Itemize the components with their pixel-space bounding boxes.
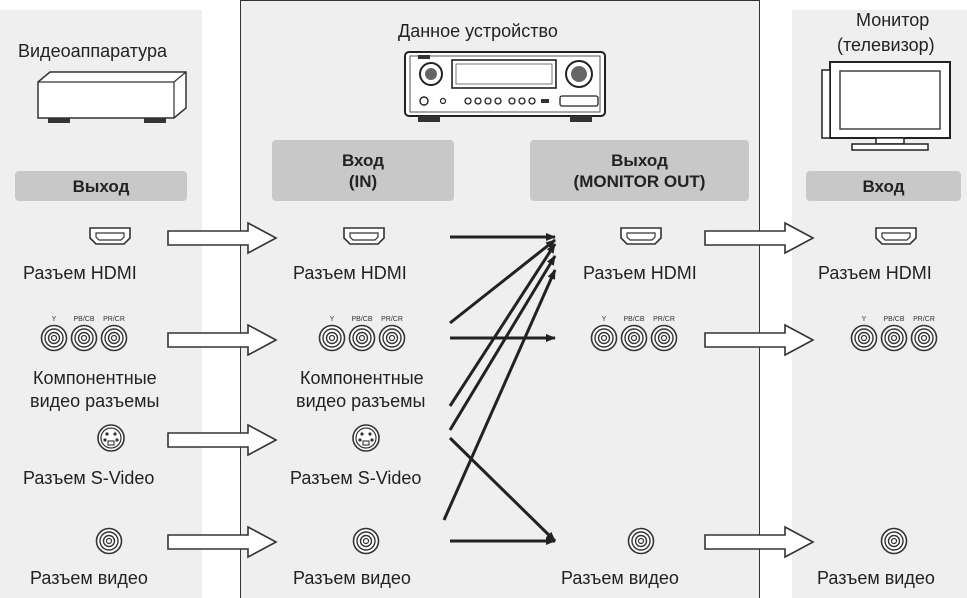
source-hdmi-label: Разъем HDMI <box>23 263 137 283</box>
receiver-device-label: Данное устройство <box>398 21 558 41</box>
receiver-in-hdmi-jack-icon <box>343 227 385 245</box>
source-device-label: Видеоаппаратура <box>18 41 167 61</box>
receiver-out-video-label: Разъем видео <box>561 568 679 588</box>
source-to-receiver-svideo-arrow <box>167 424 277 456</box>
monitor-device-icon <box>821 61 951 151</box>
source-component-label-2: видео разъемы <box>30 391 160 411</box>
source-to-receiver-video-arrow <box>167 526 277 558</box>
source-component-label-1: Компонентные <box>33 368 157 388</box>
receiver-output-header: Выход (MONITOR OUT) <box>530 140 749 201</box>
source-to-receiver-hdmi-arrow <box>167 222 277 254</box>
receiver-to-monitor-hdmi-arrow <box>704 222 814 254</box>
monitor-video-jack-icon <box>880 527 908 555</box>
receiver-to-monitor-component-arrow <box>704 324 814 356</box>
monitor-label-line2: (телевизор) <box>837 35 935 55</box>
receiver-device-icon <box>404 51 606 122</box>
source-svideo-jack-icon <box>97 424 125 452</box>
source-output-header: Выход <box>15 171 187 201</box>
source-device-icon <box>37 71 187 123</box>
source-video-label: Разъем видео <box>30 568 148 588</box>
receiver-in-component-label-2: видео разъемы <box>296 391 426 411</box>
receiver-input-header: Вход (IN) <box>272 140 454 201</box>
internal-routing-arrows <box>442 233 557 545</box>
receiver-in-hdmi-label: Разъем HDMI <box>293 263 407 283</box>
monitor-hdmi-label: Разъем HDMI <box>818 263 932 283</box>
source-svideo-label: Разъем S-Video <box>23 468 155 488</box>
monitor-label-line1: Монитор <box>856 10 930 30</box>
receiver-out-hdmi-label: Разъем HDMI <box>583 263 697 283</box>
receiver-in-component-jacks-icon <box>320 316 405 351</box>
receiver-in-video-jack-icon <box>352 527 380 555</box>
receiver-in-video-label: Разъем видео <box>293 568 411 588</box>
monitor-input-header: Вход <box>806 171 961 201</box>
receiver-in-component-label-1: Компонентные <box>300 368 424 388</box>
monitor-component-jacks-icon <box>852 316 937 351</box>
source-to-receiver-component-arrow <box>167 324 277 356</box>
receiver-to-monitor-video-arrow <box>704 526 814 558</box>
receiver-out-component-jacks-icon <box>592 316 677 351</box>
source-hdmi-jack-icon <box>89 227 131 245</box>
monitor-hdmi-jack-icon <box>875 227 917 245</box>
source-video-jack-icon <box>95 527 123 555</box>
source-component-jacks-icon <box>42 316 127 351</box>
receiver-in-svideo-jack-icon <box>352 424 380 452</box>
receiver-out-video-jack-icon <box>627 527 655 555</box>
monitor-video-label: Разъем видео <box>817 568 935 588</box>
receiver-in-svideo-label: Разъем S-Video <box>290 468 422 488</box>
receiver-out-hdmi-jack-icon <box>620 227 662 245</box>
